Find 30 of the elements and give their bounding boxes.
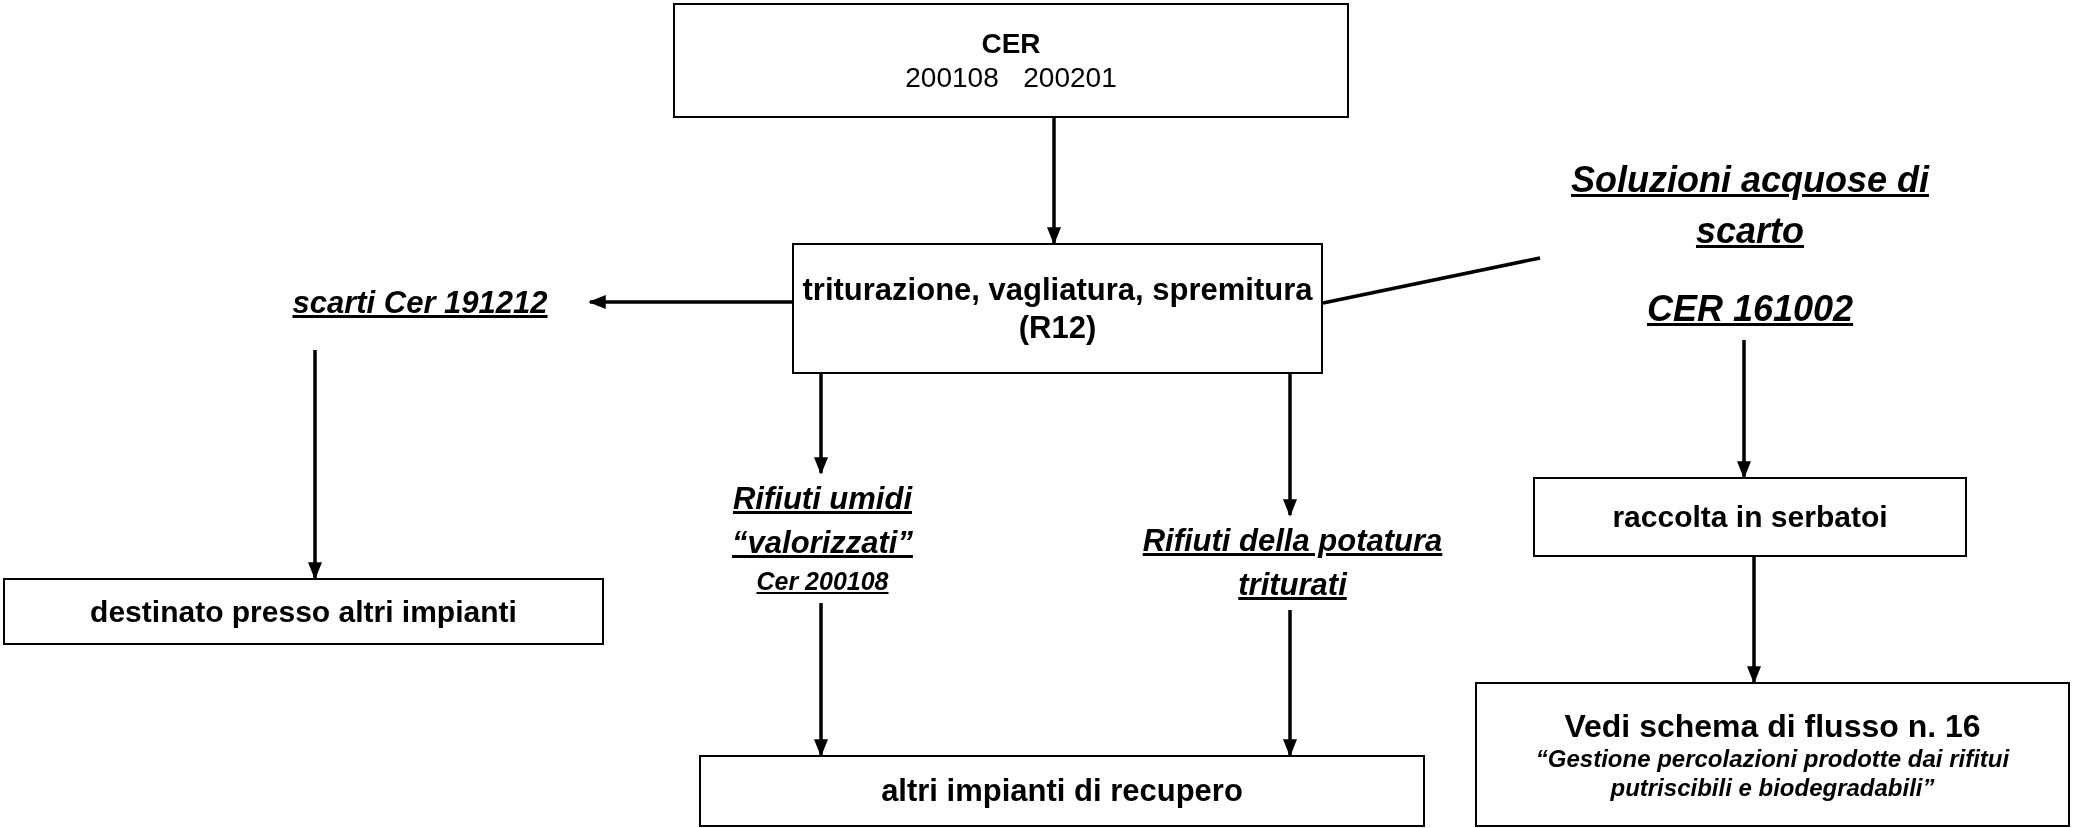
box-title: altri impianti di recupero [881, 772, 1243, 810]
flow-code: Cer 200108 [756, 565, 889, 597]
box-title: Vedi schema di flusso n. 16 [1564, 706, 1981, 745]
box-subtitle: 200108 200201 [905, 60, 1117, 95]
arrow [1747, 557, 1761, 684]
connector-line [1322, 256, 1541, 305]
arrow [308, 350, 322, 580]
process-box [699, 755, 1425, 827]
arrow [1047, 118, 1061, 245]
process-box [1533, 477, 1967, 557]
process-box [673, 3, 1349, 118]
arrow [814, 374, 828, 475]
box-subtitle: “Gestione percolazioni prodotte dai rifitui putriscibili e biodegradabili” [1534, 744, 2011, 803]
arrow [588, 295, 792, 309]
flow-label: Soluzioni acquose di scarto [1570, 158, 1931, 253]
flow-label: Rifiuti umidi “valorizzati” [731, 480, 914, 562]
flow-code: CER 161002 [1646, 287, 1854, 332]
box-title: triturazione, vagliatura, spremitura (R12) [801, 271, 1314, 346]
box-title: raccolta in serbatoi [1612, 499, 1888, 535]
process-box [792, 243, 1323, 374]
arrow [814, 603, 828, 757]
arrow [1283, 374, 1297, 517]
process-box [1475, 682, 2070, 827]
box-title: destinato presso altri impianti [90, 593, 517, 630]
arrow [1283, 610, 1297, 757]
process-box [3, 578, 604, 645]
arrow [1737, 340, 1751, 479]
flow-label: scarti Cer 191212 [292, 283, 548, 322]
flow-label: Rifiuti della potatura triturati [1141, 522, 1444, 604]
box-title: CER [981, 26, 1041, 61]
